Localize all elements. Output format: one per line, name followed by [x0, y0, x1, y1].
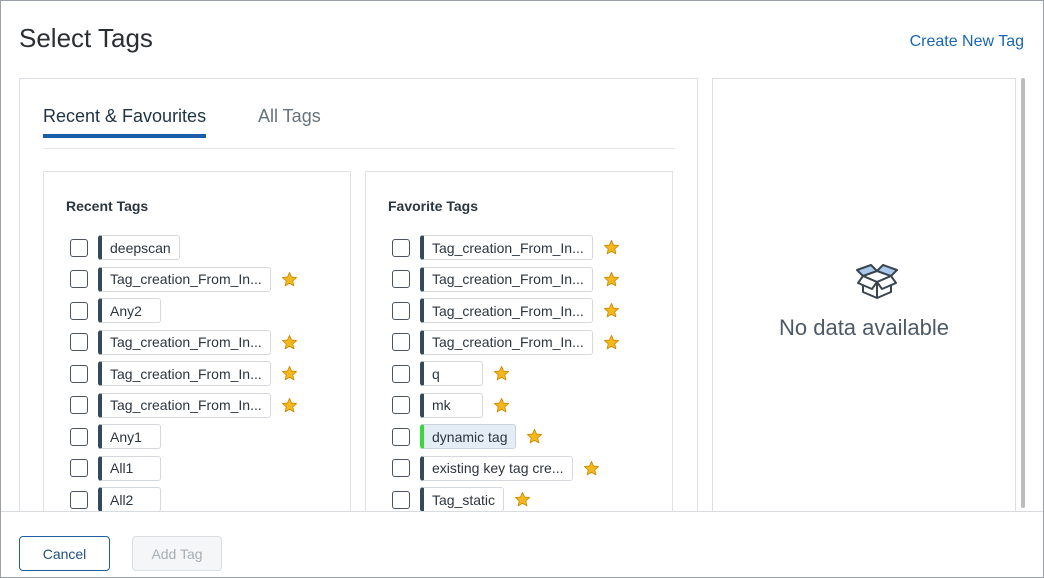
tag-chip[interactable]: All1 [98, 455, 161, 481]
tag-checkbox[interactable] [70, 238, 88, 257]
favorite-star-icon[interactable] [281, 365, 298, 382]
tag-chip[interactable]: Tag_creation_From_In... [98, 266, 271, 292]
tag-chip[interactable]: Tag_static [420, 487, 505, 513]
favorite-tags-title: Favorite Tags [388, 198, 478, 214]
tag-chip[interactable]: Tag_creation_From_In... [420, 266, 593, 292]
recent-tags-title: Recent Tags [66, 198, 149, 214]
tag-checkbox[interactable] [392, 333, 410, 352]
tag-checkbox[interactable] [392, 270, 410, 289]
cancel-button[interactable]: Cancel [19, 536, 110, 571]
tag-chip[interactable]: deepscan [98, 235, 180, 261]
tag-checkbox[interactable] [70, 396, 88, 415]
tag-row: q [392, 358, 672, 390]
tag-row: Tag_creation_From_In... [70, 327, 350, 359]
scrollbar-thumb[interactable] [1021, 78, 1025, 508]
tag-chip[interactable]: Tag_creation_From_In... [98, 392, 271, 418]
tag-chip[interactable]: Any2 [98, 298, 161, 324]
tag-row: deepscan [70, 232, 350, 264]
tag-checkbox[interactable] [392, 427, 410, 446]
tag-chip[interactable]: mk [420, 392, 483, 418]
favorite-star-icon[interactable] [281, 334, 298, 351]
tag-checkbox[interactable] [70, 333, 88, 352]
tag-chip[interactable]: Tag_creation_From_In... [98, 329, 271, 355]
add-tag-button[interactable]: Add Tag [132, 536, 222, 571]
tag-row: dynamic tag [392, 421, 672, 453]
open-box-icon [856, 264, 898, 299]
tag-row: Tag_creation_From_In... [70, 264, 350, 296]
favorite-star-icon[interactable] [583, 460, 600, 477]
tag-row: Tag_creation_From_In... [70, 358, 350, 390]
tag-chip[interactable]: Tag_creation_From_In... [420, 235, 593, 261]
favorite-star-icon[interactable] [603, 334, 620, 351]
tag-chip[interactable]: Tag_creation_From_In... [420, 329, 593, 355]
tag-checkbox[interactable] [392, 301, 410, 320]
tag-chip[interactable]: Any1 [98, 424, 161, 450]
favorite-star-icon[interactable] [493, 397, 510, 414]
favorite-star-icon[interactable] [603, 302, 620, 319]
tag-row: existing key tag cre... [392, 453, 672, 485]
tab-all-tags[interactable]: All Tags [258, 106, 321, 126]
tag-row: mk [392, 390, 672, 422]
favorite-star-icon[interactable] [281, 397, 298, 414]
dynamic-tag-chip[interactable]: dynamic tag [420, 424, 517, 450]
tag-checkbox[interactable] [392, 238, 410, 257]
tag-checkbox[interactable] [392, 490, 410, 509]
no-data-message: No data available [778, 315, 949, 340]
tag-chip[interactable]: Tag_creation_From_In... [420, 298, 593, 324]
tag-row: All1 [70, 453, 350, 485]
tag-row: Any2 [70, 295, 350, 327]
tag-details-panel: No data available [712, 78, 1016, 518]
tag-checkbox[interactable] [392, 364, 410, 383]
tag-chip[interactable]: Tag_creation_From_In... [98, 361, 271, 387]
tag-row: Tag_creation_From_In... [392, 327, 672, 359]
favorite-star-icon[interactable] [526, 428, 543, 445]
tag-row: Tag_creation_From_In... [70, 390, 350, 422]
tag-checkbox[interactable] [70, 427, 88, 446]
tag-checkbox[interactable] [70, 459, 88, 478]
tag-checkbox[interactable] [70, 270, 88, 289]
tag-checkbox[interactable] [70, 301, 88, 320]
tag-chip[interactable]: q [420, 361, 483, 387]
tag-checkbox[interactable] [392, 459, 410, 478]
tab-recent-favourites[interactable]: Recent & Favourites [43, 106, 207, 138]
dialog-footer: Cancel Add Tag [1, 511, 1043, 577]
tag-chip[interactable]: existing key tag cre... [420, 455, 573, 481]
tag-selection-panel: Recent & Favourites All Tags Recent Tags… [19, 78, 698, 538]
favorite-star-icon[interactable] [603, 239, 620, 256]
favorite-star-icon[interactable] [514, 491, 531, 508]
favorite-star-icon[interactable] [493, 365, 510, 382]
tag-row: Any1 [70, 421, 350, 453]
tab-bar: Recent & Favourites All Tags [43, 79, 675, 149]
tag-row: Tag_creation_From_In... [392, 264, 672, 296]
favorite-tags-list: Tag_creation_From_In... Tag_creation_From… [392, 232, 672, 516]
favorite-star-icon[interactable] [603, 271, 620, 288]
tag-checkbox[interactable] [70, 490, 88, 509]
tag-checkbox[interactable] [70, 364, 88, 383]
dialog-title: Select Tags [19, 23, 153, 53]
favorite-star-icon[interactable] [281, 271, 298, 288]
tag-row: Tag_creation_From_In... [392, 232, 672, 264]
favorite-tags-box: Favorite Tags Tag_creation_From_In...Tag… [365, 171, 673, 531]
tag-row: Tag_creation_From_In... [392, 295, 672, 327]
tag-checkbox[interactable] [392, 396, 410, 415]
create-new-tag-link[interactable]: Create New Tag [909, 33, 1024, 50]
tag-chip[interactable]: All2 [98, 487, 161, 513]
